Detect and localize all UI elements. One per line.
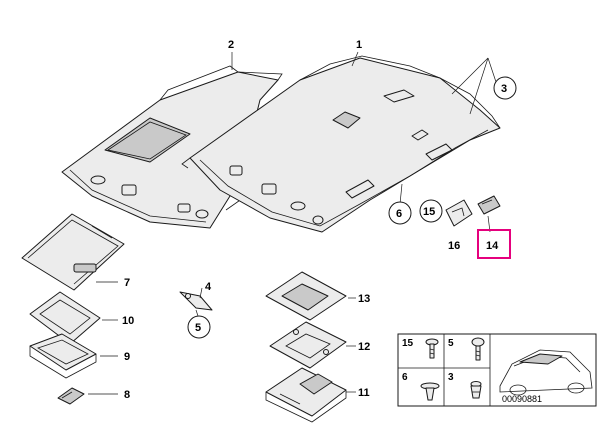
cover-part-13[interactable] bbox=[265, 271, 347, 321]
headliner-part-1[interactable] bbox=[181, 55, 501, 233]
callout-3-circle bbox=[493, 76, 517, 100]
callout-2: 2 bbox=[228, 39, 234, 51]
frame-part-12[interactable] bbox=[269, 321, 347, 369]
screw-5-icon bbox=[471, 337, 485, 361]
frame-part-10[interactable] bbox=[29, 291, 101, 345]
legend-5: 5 bbox=[448, 338, 454, 349]
callout-4: 4 bbox=[205, 281, 212, 293]
car-outline-icon bbox=[499, 349, 593, 396]
callout-6: 6 bbox=[396, 208, 402, 220]
callout-7: 7 bbox=[124, 277, 130, 289]
callout-8: 8 bbox=[124, 389, 130, 401]
clip-3-icon bbox=[470, 381, 482, 399]
sunroof-panel-part-7[interactable] bbox=[21, 213, 125, 291]
switch-part-8[interactable] bbox=[57, 387, 85, 405]
callout-15-circle bbox=[419, 199, 443, 223]
legend-3: 3 bbox=[448, 372, 454, 383]
clip-part-16[interactable] bbox=[445, 199, 473, 227]
legend-15: 15 bbox=[402, 338, 414, 349]
callout-15: 15 bbox=[423, 206, 435, 218]
clip-part-14[interactable] bbox=[477, 195, 501, 215]
housing-part-9[interactable] bbox=[29, 333, 97, 379]
housing-part-11[interactable] bbox=[265, 367, 347, 423]
bracket-part-4[interactable] bbox=[179, 291, 213, 311]
callout-10: 10 bbox=[122, 315, 134, 327]
callout-16: 16 bbox=[448, 240, 460, 252]
callout-5: 5 bbox=[195, 322, 201, 334]
callout-3: 3 bbox=[501, 83, 507, 95]
callout-14: 14 bbox=[486, 240, 499, 252]
diagram-number: 00090881 bbox=[502, 394, 542, 404]
screw-15-icon bbox=[425, 338, 439, 359]
legend-6: 6 bbox=[402, 372, 408, 383]
highlight-frame-14 bbox=[477, 229, 511, 259]
fastener-legend-table: 15 5 6 3 bbox=[397, 333, 597, 407]
callout-1: 1 bbox=[356, 39, 362, 51]
callout-6-circle bbox=[388, 201, 412, 225]
clip-6-icon bbox=[420, 382, 440, 401]
callout-9: 9 bbox=[124, 351, 130, 363]
callout-5-circle bbox=[187, 315, 211, 339]
callout-13: 13 bbox=[358, 293, 370, 305]
callout-12: 12 bbox=[358, 341, 370, 353]
callout-11: 11 bbox=[358, 387, 370, 399]
